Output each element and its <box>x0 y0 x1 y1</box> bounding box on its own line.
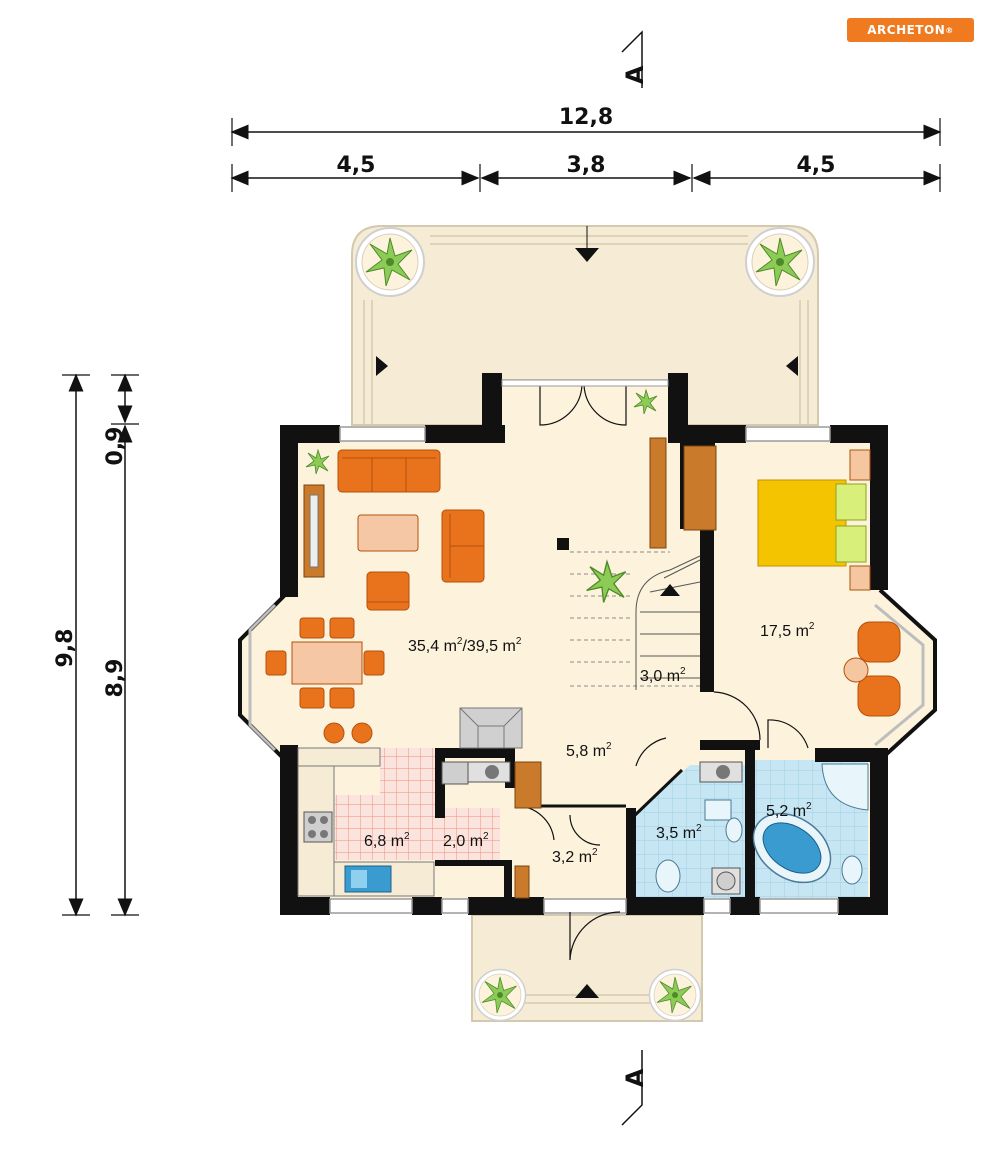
room-labels: 35,4 m2/39,5 m2 17,5 m2 3,0 m2 5,8 m2 6,… <box>364 621 815 866</box>
label-bathroom-area: 5,2 m2 <box>766 801 812 820</box>
porch-plant-right <box>648 968 702 1022</box>
dim-total-width: 12,8 <box>559 105 613 130</box>
dim-segment-middle: 3,8 <box>567 153 606 178</box>
label-vestibule-area: 3,2 m2 <box>552 847 598 866</box>
kitchen-fittings <box>297 747 542 899</box>
dim-depth-top: 0,9 <box>103 427 128 466</box>
dimension-depth: 9,8 0,9 8,9 <box>53 373 139 917</box>
logo-reg-mark: ® <box>945 25 954 35</box>
label-stairs-area: 3,0 m2 <box>640 666 686 685</box>
section-label-bottom: A <box>621 1068 649 1087</box>
terrace-top <box>351 225 819 426</box>
archeton-logo: ARCHETON® <box>847 18 974 42</box>
bathroom-fixtures <box>752 763 869 885</box>
label-hall-area: 5,8 m2 <box>566 741 612 760</box>
dim-total-depth: 9,8 <box>53 629 78 668</box>
dim-segment-left: 4,5 <box>337 153 376 178</box>
dining-set <box>265 617 385 709</box>
dim-depth-main: 8,9 <box>103 659 128 698</box>
wc-fixtures <box>655 761 743 895</box>
dimension-width: 12,8 4,5 3,8 4,5 <box>230 105 942 192</box>
terrace-plant-right <box>745 227 815 297</box>
terrace-plant-left <box>355 227 425 297</box>
label-pantry-area: 2,0 m2 <box>443 831 489 850</box>
entrance-porch <box>471 914 703 1022</box>
dim-segment-right: 4,5 <box>797 153 836 178</box>
section-label-top: A <box>621 65 649 84</box>
section-marker-top: A <box>621 30 649 88</box>
logo-text: ARCHETON <box>867 23 946 37</box>
living-furniture <box>303 449 485 611</box>
label-bedroom-area: 17,5 m2 <box>760 621 815 640</box>
house-floor <box>238 373 937 961</box>
section-marker-bottom: A <box>621 1050 649 1126</box>
label-living-area: 35,4 m2/39,5 m2 <box>408 636 522 655</box>
label-wc-area: 3,5 m2 <box>656 823 702 842</box>
bedroom-furniture <box>649 437 901 717</box>
label-kitchen-area: 6,8 m2 <box>364 831 410 850</box>
porch-plant-left <box>473 968 527 1022</box>
